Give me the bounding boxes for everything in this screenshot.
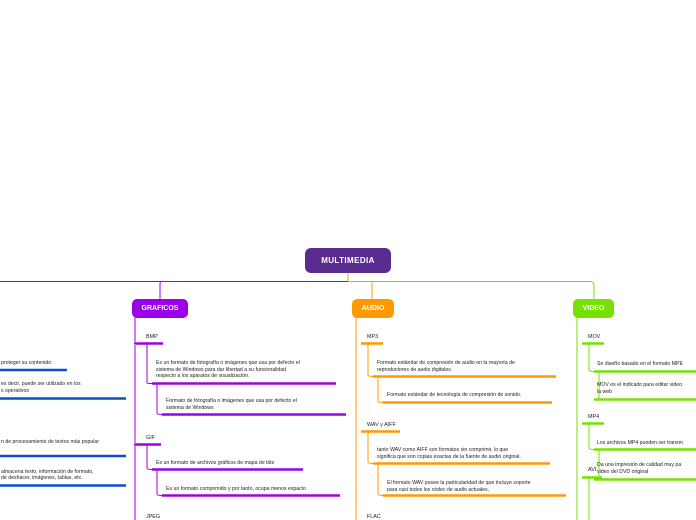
left-text-2a[interactable]: es decir, puede ser utilizado en los — [1, 381, 81, 387]
audio-lines — [355, 317, 566, 520]
mp3-desc-1[interactable]: Formato estándar de compresión de audio … — [377, 360, 515, 373]
node-gif[interactable]: GIF — [146, 435, 155, 441]
mov-desc-2[interactable]: MOV es el indicado para editar video la … — [597, 382, 683, 395]
node-avi[interactable]: AVI — [588, 467, 597, 473]
branch-video[interactable]: VIDEO — [573, 299, 614, 318]
left-text-3[interactable]: n de procesamiento de textos más popular — [1, 439, 100, 445]
link-root-graficos — [159, 281, 348, 299]
gif-desc-1[interactable]: Es un formato de archivos gráficos de ma… — [156, 460, 275, 466]
link-root-audio — [348, 281, 373, 299]
gif-desc-2[interactable]: Es un formato comprimido y por tanto, oc… — [166, 486, 306, 492]
bmp-desc-2[interactable]: Formato de fotografía o imágenes que usa… — [166, 398, 297, 411]
mp3-desc-2[interactable]: Formato estándar de tecnología de compre… — [387, 392, 522, 398]
node-mp4[interactable]: MP4 — [588, 414, 600, 420]
video-lines — [576, 317, 696, 520]
mp4-desc-2[interactable]: Da una impresión de calidad muy pa video… — [597, 462, 682, 475]
node-jpeg[interactable]: JPEG — [146, 514, 161, 520]
node-mp3[interactable]: MP3 — [367, 334, 379, 340]
mp4-desc-1[interactable]: Los archivos MP4 pueden ser transm — [597, 440, 683, 446]
wav-desc-1[interactable]: tanto WAV como AIFF son formatos sin com… — [377, 447, 521, 460]
node-flac[interactable]: FLAC — [367, 514, 381, 520]
left-text-4a[interactable]: almacena texto, información de formato, — [1, 469, 94, 475]
left-text-1[interactable]: proteger su contenido — [1, 360, 52, 366]
graficos-lines — [133, 317, 346, 520]
node-bmp[interactable]: BMP — [146, 334, 158, 340]
bmp-desc-1[interactable]: Es un formato de fotografía o imágenes q… — [156, 360, 300, 380]
branch-graficos[interactable]: GRAFICOS — [132, 299, 188, 318]
node-mov[interactable]: MOV — [588, 334, 601, 340]
root-node[interactable]: MULTIMEDIA — [305, 248, 391, 273]
left-branch-lines — [0, 368, 126, 487]
wav-desc-2[interactable]: El formato WAV posee la particularidad d… — [387, 480, 531, 493]
left-text-4b[interactable]: de deshacer, imágenes, tablas, etc. — [1, 475, 83, 481]
node-wav-aiff[interactable]: WAV y AIFF — [367, 422, 396, 428]
left-text-2b[interactable]: s operativos — [1, 388, 29, 394]
link-root-video — [372, 281, 595, 299]
mov-desc-1[interactable]: Se diseño basado en el formato MPE — [597, 361, 683, 367]
branch-audio[interactable]: AUDIO — [352, 299, 394, 318]
